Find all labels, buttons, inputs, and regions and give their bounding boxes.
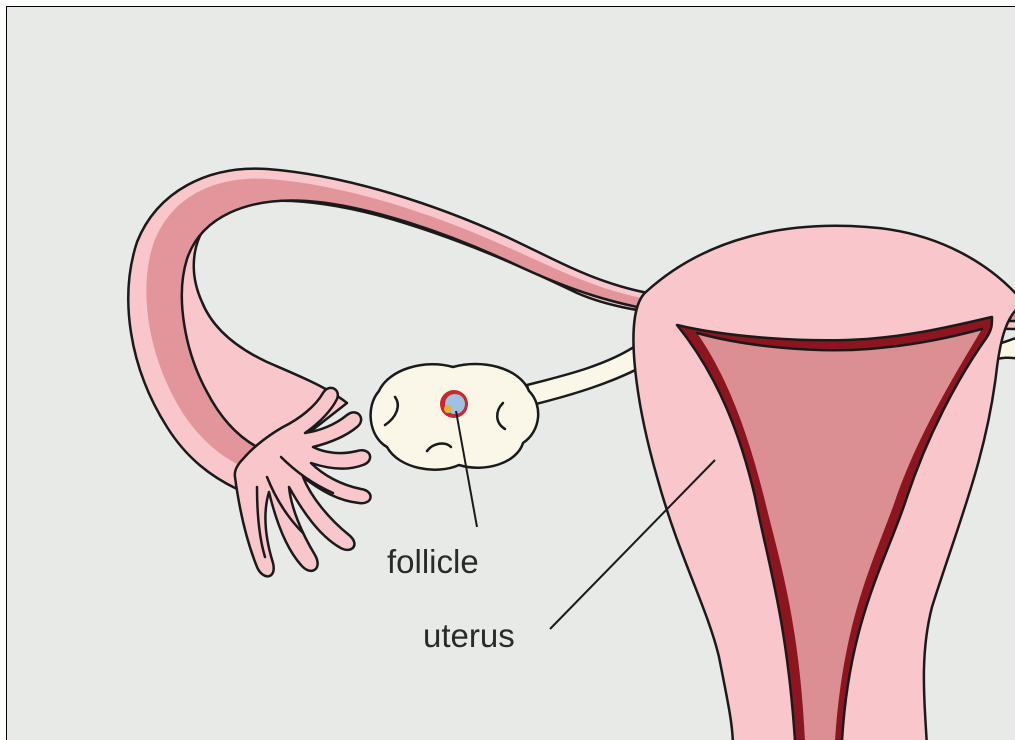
uterus-label: uterus: [423, 617, 515, 654]
follicle-label: follicle: [387, 543, 479, 580]
uterus-anatomy-illustration: follicle uterus: [7, 7, 1015, 740]
anatomy-figure: follicle uterus: [6, 6, 1015, 740]
oocyte: [444, 405, 452, 413]
